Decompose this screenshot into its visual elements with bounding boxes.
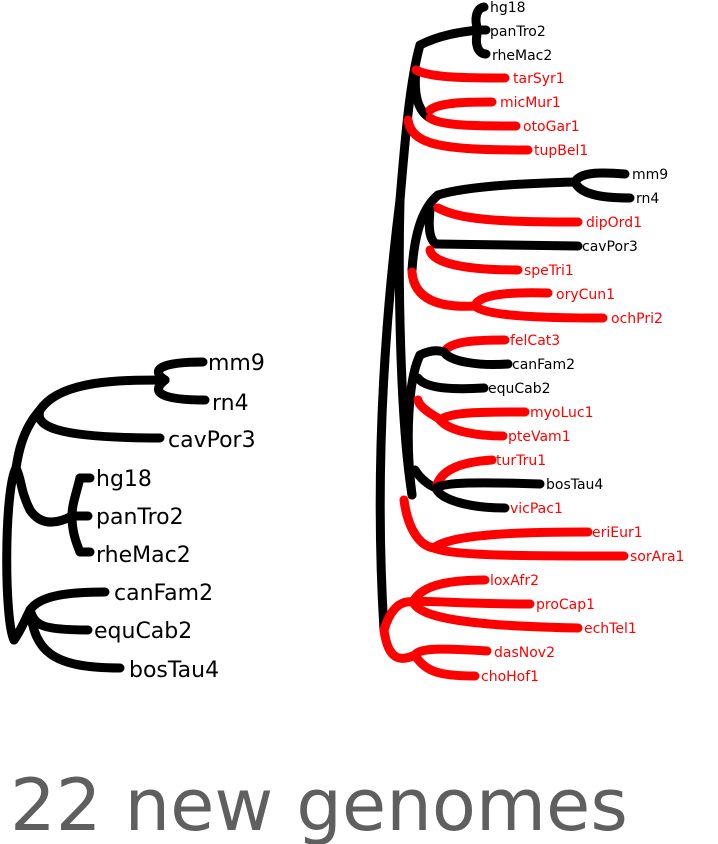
small-label-canfam2: canFam2 (114, 581, 213, 606)
small-label-bostau4: bosTau4 (129, 658, 219, 683)
big-label-sorara1: sorAra1 (630, 549, 684, 565)
big-tree-labels: hg18 panTro2 rheMac2 tarSyr1 micMur1 otoGar1 t… (481, 0, 684, 685)
small-label-cavpor3: cavPor3 (168, 428, 256, 453)
big-label-tupbel1: tupBel1 (534, 143, 588, 159)
small-label-pantro2: panTro2 (96, 505, 184, 530)
big-label-pantro2: panTro2 (490, 24, 546, 40)
big-label-rn4: rn4 (636, 191, 659, 207)
big-label-otogar1: otoGar1 (523, 119, 580, 135)
big-label-mm9: mm9 (632, 167, 668, 183)
small-tree-labels: mm9 rn4 cavPor3 hg18 panTro2 rheMac2 can… (94, 351, 265, 683)
big-label-tarsyr1: tarSyr1 (513, 71, 565, 87)
big-label-rhemac2: rheMac2 (492, 48, 552, 64)
big-label-myoluc1: myoLuc1 (530, 405, 594, 421)
big-label-dipord1: dipOrd1 (586, 215, 642, 231)
big-label-echtel1: echTel1 (584, 621, 637, 637)
big-label-equcab2: equCab2 (488, 381, 551, 397)
big-label-chohof1: choHof1 (481, 669, 539, 685)
big-label-erieur1: eriEur1 (592, 525, 643, 541)
small-label-mm9: mm9 (208, 351, 265, 376)
small-tree (2, 357, 210, 673)
big-label-micmur1: micMur1 (500, 95, 561, 111)
big-tree (375, 2, 635, 681)
small-label-hg18: hg18 (96, 467, 152, 492)
small-label-rn4: rn4 (212, 391, 249, 416)
big-label-felcat3: felCat3 (510, 333, 560, 349)
big-label-hg18: hg18 (490, 0, 526, 16)
small-label-rhemac2: rheMac2 (96, 543, 191, 568)
big-label-vicpac1: vicPac1 (510, 501, 563, 517)
big-label-cavpor3: cavPor3 (582, 239, 638, 255)
big-label-orycun1: oryCun1 (556, 287, 615, 303)
big-label-spetri1: speTri1 (524, 263, 574, 279)
big-label-loxafr2: loxAfr2 (490, 573, 539, 589)
big-label-bostau4: bosTau4 (546, 477, 603, 493)
big-label-dasnov2: dasNov2 (494, 645, 555, 661)
big-label-ptevam1: pteVam1 (508, 429, 571, 445)
big-label-ochpri2: ochPri2 (611, 311, 663, 327)
caption-title: 22 new genomes (10, 763, 628, 844)
big-label-turtru1: turTru1 (496, 453, 546, 469)
big-label-procap1: proCap1 (536, 597, 595, 613)
small-label-equcab2: equCab2 (94, 619, 192, 644)
big-label-canfam2: canFam2 (512, 357, 575, 373)
